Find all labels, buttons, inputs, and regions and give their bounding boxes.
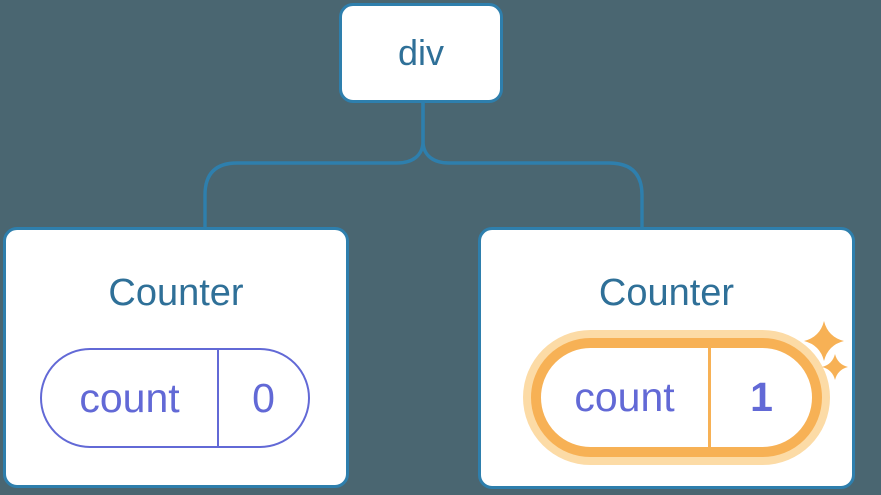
card-title: Counter xyxy=(598,272,735,314)
counter-card-left: Counter count 0 xyxy=(3,227,349,488)
sparkle-large-icon xyxy=(804,321,844,361)
state-value: 0 xyxy=(252,374,275,421)
root-node: div xyxy=(339,3,503,103)
connector-right-branch xyxy=(421,100,644,228)
counter-card-right: Counter count 1 xyxy=(478,227,855,489)
pill-divider xyxy=(217,350,219,446)
pill-divider xyxy=(708,348,711,447)
root-node-label: div xyxy=(397,32,445,73)
state-value: 1 xyxy=(750,374,773,420)
sparkle-small-icon xyxy=(822,354,848,380)
card-title: Counter xyxy=(108,272,244,314)
state-pill-highlighted: count 1 xyxy=(531,338,822,457)
state-key: count xyxy=(574,374,675,420)
state-pill: count 0 xyxy=(40,348,310,448)
state-key: count xyxy=(79,374,180,421)
connector-left-branch xyxy=(203,100,425,228)
